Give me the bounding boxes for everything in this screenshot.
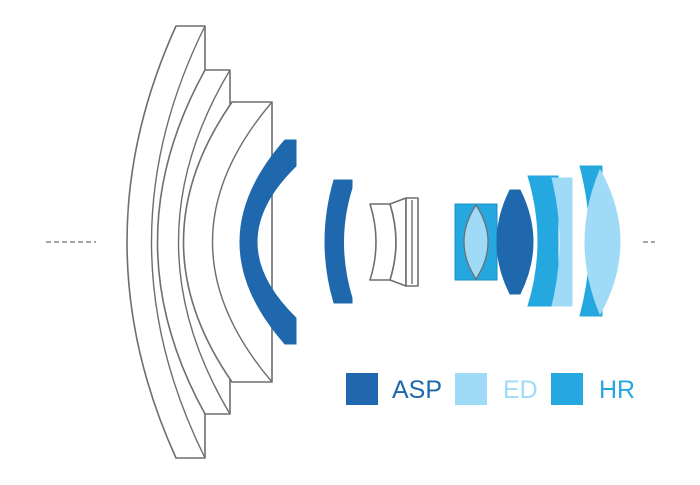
lens-doublet-front bbox=[369, 203, 397, 281]
legend-swatch-ed bbox=[455, 373, 487, 405]
lens-element-3 bbox=[182, 101, 273, 383]
legend-swatch-hr bbox=[551, 373, 583, 405]
lens-element-ed-rear bbox=[551, 177, 573, 307]
legend-swatch-asp bbox=[346, 373, 378, 405]
lens-element-3-inner-curve bbox=[211, 101, 273, 383]
lens-element-4-asp bbox=[239, 139, 297, 345]
lens-element-hr-inner bbox=[463, 203, 489, 281]
legend: ASP ED HR bbox=[346, 373, 635, 405]
lens-element-hr-rear bbox=[527, 175, 559, 307]
legend-label-asp: ASP bbox=[392, 376, 442, 404]
lens-element-5-asp bbox=[324, 179, 353, 304]
lens-element-asp-biconvex bbox=[496, 189, 534, 295]
lens-element-1-inner-curve bbox=[150, 25, 206, 459]
legend-label-ed: ED bbox=[503, 376, 538, 404]
lens-element-ed-final bbox=[584, 168, 621, 316]
lens-element-2-inner-curve bbox=[177, 69, 231, 415]
lens-doublet-middle bbox=[389, 197, 407, 287]
legend-label-hr: HR bbox=[599, 376, 635, 404]
